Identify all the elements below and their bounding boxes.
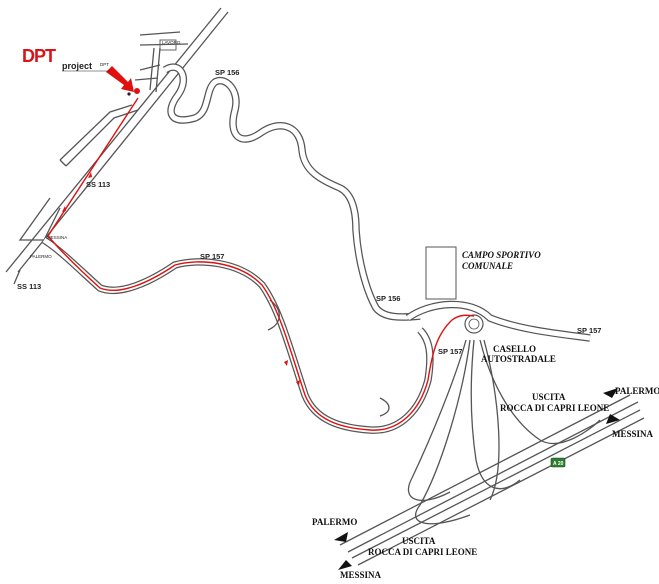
arrow-messina-right-icon <box>606 414 620 424</box>
label-uscita-top-line1: USCITA <box>532 392 566 402</box>
label-casello-line1: CASELLO <box>493 344 536 354</box>
arrow-palermo-left-icon <box>334 532 348 542</box>
label-direction-messina-right: MESSINA <box>612 429 654 439</box>
label-sp157-right: SP 157 <box>577 326 601 335</box>
route-path <box>47 97 475 431</box>
a20-shield-label: A 20 <box>553 461 564 467</box>
arrow-messina-bottom-icon <box>338 560 352 570</box>
label-direction-palermo-left: PALERMO <box>312 517 357 527</box>
sp156-road <box>162 63 421 321</box>
label-sp157-left: SP 157 <box>200 252 224 261</box>
label-sp156-mid: SP 156 <box>376 294 400 303</box>
dpt-logo: DPT project DPT <box>22 46 110 72</box>
label-sp156-top: SP 156 <box>215 68 239 77</box>
label-ss113-mid: SS 113 <box>86 180 110 189</box>
arrow-palermo-top-icon <box>603 388 618 398</box>
label-small-messina: MESSINA <box>47 235 67 240</box>
motorway-a20 <box>339 394 645 566</box>
label-uscita-bottom-line2: ROCCA DI CAPRI LEONE <box>368 547 477 557</box>
label-ss113-bottom: SS 113 <box>17 282 41 291</box>
label-campo-line1: CAMPO SPORTIVO <box>462 250 541 260</box>
label-sp157-center: SP 157 <box>438 347 462 356</box>
sp157-east-road <box>405 300 591 342</box>
logo-small-mark: DPT <box>100 62 109 67</box>
destination-arrow-icon <box>106 66 134 92</box>
local-streets <box>18 31 189 241</box>
roundabout <box>464 314 484 334</box>
label-uscita-bottom-line1: USCITA <box>402 536 436 546</box>
label-casello-line2: AUTOSTRADALE <box>481 354 556 364</box>
label-direction-palermo-top: PALERMO <box>615 386 659 396</box>
label-small-lavoro: LAVORO <box>162 40 181 45</box>
motorway-ramps <box>407 339 601 525</box>
label-small-palermo: PALERMO <box>30 254 52 259</box>
a20-shield: A 20 <box>550 457 566 468</box>
destination-marker <box>106 66 140 96</box>
logo-suffix: project <box>62 61 92 71</box>
label-campo-line2: COMUNALE <box>462 261 513 271</box>
label-uscita-top-line2: ROCCA DI CAPRI LEONE <box>500 403 609 413</box>
label-direction-messina-bottom: MESSINA <box>340 570 382 580</box>
campo-sportivo-building <box>425 246 457 300</box>
logo-brand: DPT <box>22 46 56 66</box>
